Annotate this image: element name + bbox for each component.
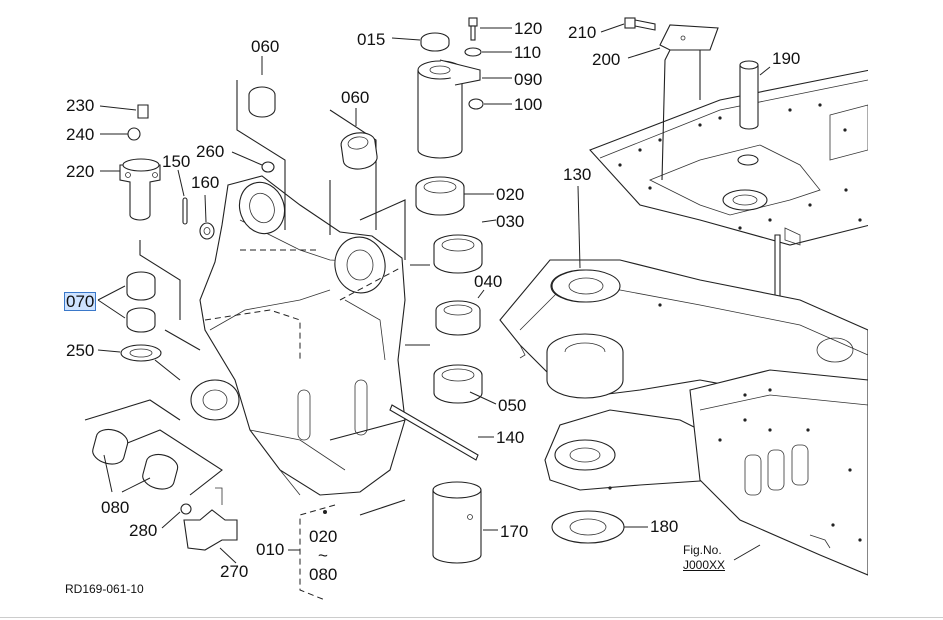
callout-060-upper[interactable]: 060 [251,37,280,56]
callout-240[interactable]: 240 [66,125,95,144]
callout-270[interactable]: 270 [220,562,249,581]
callout-130[interactable]: 130 [563,165,592,184]
callout-090[interactable]: 090 [514,70,543,89]
callout-280[interactable]: 280 [129,521,158,540]
callout-030[interactable]: 030 [496,212,525,231]
callout-230[interactable]: 230 [66,96,95,115]
callout-100[interactable]: 100 [514,95,543,114]
figure-number-label: Fig.No. [683,543,722,557]
callout-040[interactable]: 040 [474,272,503,291]
callout-170[interactable]: 170 [500,522,529,541]
bottom-divider [0,617,943,618]
callout-020[interactable]: 020 [496,185,525,204]
figure-number-value: J000XX [683,558,726,572]
callout-020-range-start[interactable]: 020 [309,527,338,546]
callout-070-selected[interactable]: 070 [63,292,97,311]
callout-110[interactable]: 110 [514,43,542,62]
callout-250[interactable]: 250 [66,341,95,360]
page-margin [868,0,943,620]
callout-080-range-end[interactable]: 080 [309,565,338,584]
callout-190[interactable]: 190 [772,49,801,68]
callout-120[interactable]: 120 [514,19,543,38]
callout-200[interactable]: 200 [592,50,621,69]
figure-number: Fig.No. J000XX [683,543,725,573]
callout-160[interactable]: 160 [191,173,220,192]
callout-220[interactable]: 220 [66,162,95,181]
drawing-reference: RD169-061-10 [65,582,144,596]
callout-060-lower[interactable]: 060 [341,88,370,107]
callout-210[interactable]: 210 [568,23,597,42]
callout-140[interactable]: 140 [496,428,525,447]
callout-080[interactable]: 080 [101,498,130,517]
range-tilde: ~ [318,546,328,565]
callout-180[interactable]: 180 [650,517,679,536]
callout-260[interactable]: 260 [196,142,225,161]
callout-050[interactable]: 050 [498,396,527,415]
callout-010[interactable]: 010 [256,540,285,559]
callout-150[interactable]: 150 [162,152,191,171]
callout-015[interactable]: 015 [357,30,386,49]
